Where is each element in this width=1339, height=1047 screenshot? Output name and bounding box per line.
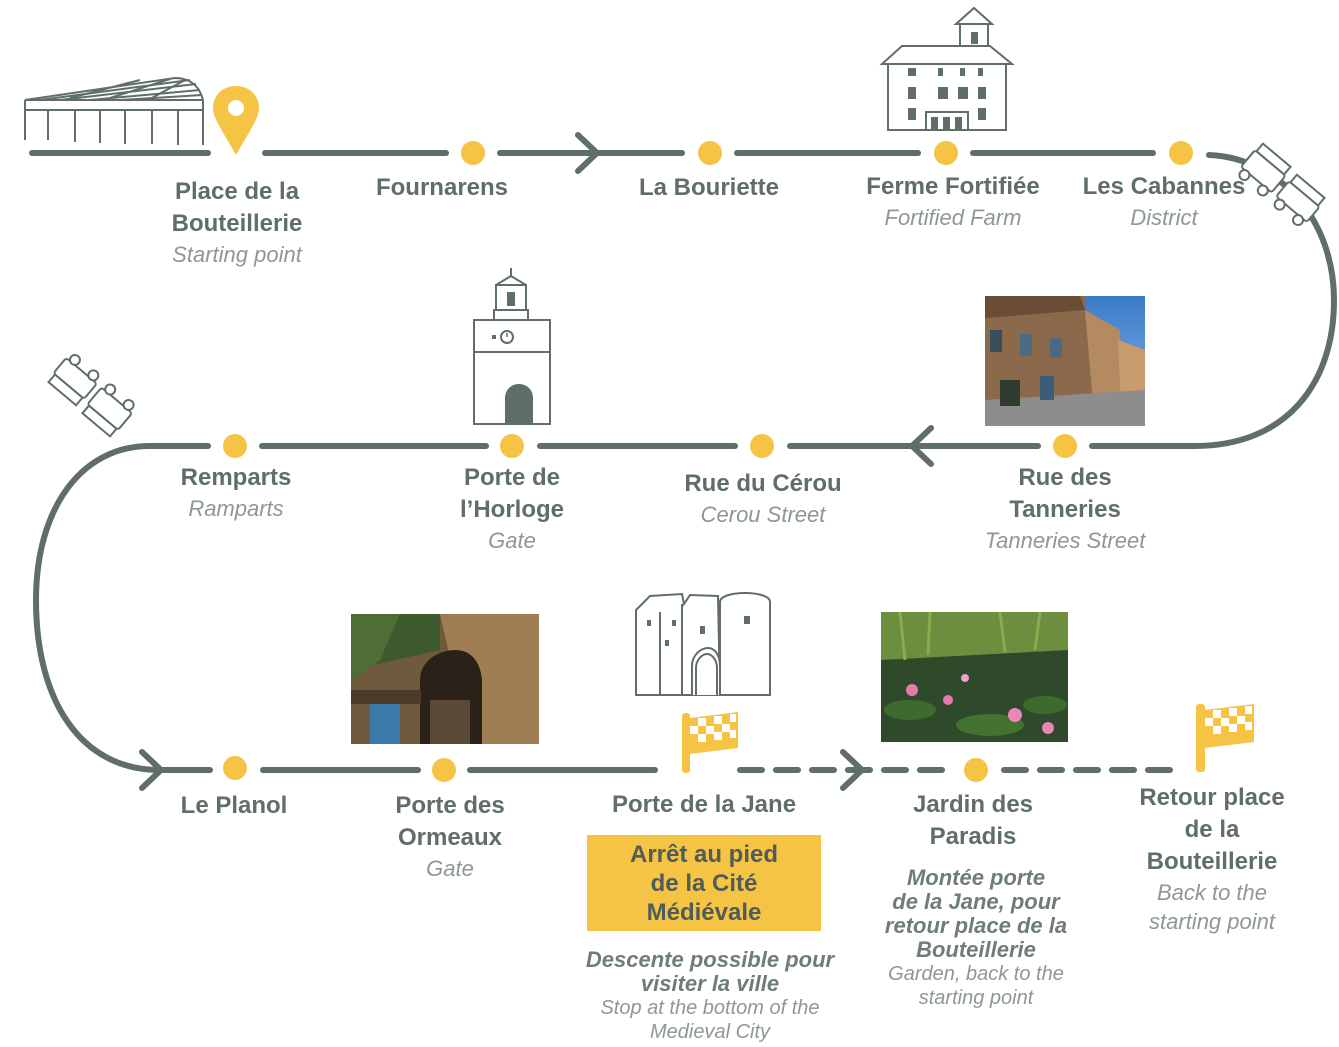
stop-name: Fournarens <box>375 174 509 201</box>
stop-jardin-des-paradis: Jardin des Paradis <box>913 789 1033 853</box>
stop-name: Porte de <box>463 464 561 491</box>
arrow-right-icon <box>575 132 600 174</box>
stop-name: Bouteillerie <box>1146 848 1278 875</box>
stop-name: Les Cabannes <box>1082 173 1246 200</box>
stop-rue-des-tanneries: Rue des Tanneries Tanneries Street <box>985 462 1146 555</box>
stop-name: La Bouriette <box>638 174 780 201</box>
market-hall-icon <box>24 76 204 145</box>
stop-remparts: Remparts Ramparts <box>181 462 292 523</box>
note-en-line: Garden, back to the <box>888 963 1064 985</box>
stop-name: Paradis <box>929 823 1017 850</box>
stop-subtitle: starting point <box>1149 909 1275 934</box>
stop-subtitle: Back to the <box>1156 880 1268 905</box>
stop-dot <box>223 434 247 458</box>
arrow-right-icon <box>139 749 164 791</box>
note-fr-line: visiter la ville <box>640 971 780 996</box>
stop-name: Place de la <box>174 178 300 205</box>
porte-des-ormeaux-photo <box>351 614 539 744</box>
stop-name: Tanneries <box>1009 496 1121 523</box>
tanneries-street-photo <box>985 296 1145 426</box>
stop-name: de la <box>1184 816 1240 843</box>
stop-name: Ferme Fortifiée <box>866 173 1040 200</box>
stop-name: Ormeaux <box>397 824 503 851</box>
note-jardin-des-paradis: Montée porte de la Jane, pour retour pla… <box>885 866 1067 1010</box>
stop-dot <box>461 141 485 165</box>
stop-name: Rue des <box>1018 464 1112 491</box>
stop-name: Jardin des <box>912 791 1034 818</box>
stop-subtitle: Cerou Street <box>700 502 826 527</box>
stop-retour-place-de-la-bouteillerie: Retour place de la Bouteillerie Back to … <box>1139 782 1284 936</box>
stop-la-bouriette: La Bouriette <box>639 172 779 204</box>
stop-subtitle: Gate <box>488 528 536 553</box>
badge-line: Arrêt au pied <box>629 840 779 868</box>
arrow-left-icon <box>909 425 934 467</box>
stop-subtitle: Ramparts <box>188 496 284 521</box>
jardin-des-paradis-photo <box>881 611 1068 742</box>
stop-name: Remparts <box>180 464 292 491</box>
stop-name: Porte de la Jane <box>611 791 797 818</box>
tourist-train-icon <box>47 142 1326 438</box>
stop-dot <box>964 758 988 782</box>
stop-porte-de-la-jane: Porte de la Jane <box>612 789 796 821</box>
note-en-line: starting point <box>918 987 1034 1009</box>
clock-tower-icon <box>473 268 551 425</box>
stop-subtitle: District <box>1130 205 1198 230</box>
note-fr-line: retour place de la <box>884 913 1068 938</box>
stop-dot <box>223 756 247 780</box>
badge-line: Médiévale <box>646 898 762 926</box>
note-fr-line: de la Jane, pour <box>892 889 1060 914</box>
checkered-flag-icon <box>1196 704 1254 772</box>
stop-dot <box>698 141 722 165</box>
stop-name: Retour place <box>1139 784 1285 811</box>
stop-porte-des-ormeaux: Porte des Ormeaux Gate <box>395 790 504 883</box>
stop-rue-du-cerou: Rue du Cérou Cerou Street <box>684 468 841 529</box>
checkered-flag-icon <box>682 712 738 773</box>
medieval-city-stop-badge: Arrêt au pied de la Cité Médiévale <box>587 835 821 931</box>
arrow-right-icon <box>840 749 865 791</box>
gate-towers-icon <box>635 592 771 696</box>
stop-name: Le Planol <box>180 792 288 819</box>
stop-le-planol: Le Planol <box>181 790 288 822</box>
fortified-farm-icon <box>879 6 1015 131</box>
location-pin-icon <box>213 86 259 155</box>
stop-dot <box>500 434 524 458</box>
stop-name: l’Horloge <box>459 496 565 523</box>
stop-ferme-fortifiee: Ferme Fortifiée Fortified Farm <box>866 171 1039 232</box>
stop-place-de-la-bouteillerie: Place de la Bouteillerie Starting point <box>172 176 303 269</box>
stop-subtitle: Gate <box>426 856 474 881</box>
stop-name: Bouteillerie <box>171 210 303 237</box>
note-fr-line: Descente possible pour <box>585 947 835 972</box>
stop-dot <box>1169 141 1193 165</box>
note-en-line: Stop at the bottom of the <box>600 997 820 1019</box>
stop-subtitle: Fortified Farm <box>884 205 1022 230</box>
note-fr-line: Bouteillerie <box>916 937 1036 962</box>
stop-subtitle: Tanneries Street <box>984 528 1146 553</box>
stop-fournarens: Fournarens <box>376 172 508 204</box>
note-en-line: Medieval City <box>649 1021 771 1043</box>
stop-dot <box>750 434 774 458</box>
stop-name: Porte des <box>395 792 505 819</box>
stop-porte-de-lhorloge: Porte de l’Horloge Gate <box>460 462 564 555</box>
note-porte-de-la-jane: Descente possible pour visiter la ville … <box>586 948 834 1044</box>
stop-les-cabannes: Les Cabannes District <box>1083 171 1246 232</box>
stop-dot <box>1053 434 1077 458</box>
stop-dot <box>934 141 958 165</box>
note-fr-line: Montée porte <box>906 865 1046 890</box>
badge-line: de la Cité <box>650 869 758 897</box>
stop-subtitle: Starting point <box>172 242 302 267</box>
stop-name: Rue du Cérou <box>684 470 842 497</box>
stop-dot <box>432 758 456 782</box>
